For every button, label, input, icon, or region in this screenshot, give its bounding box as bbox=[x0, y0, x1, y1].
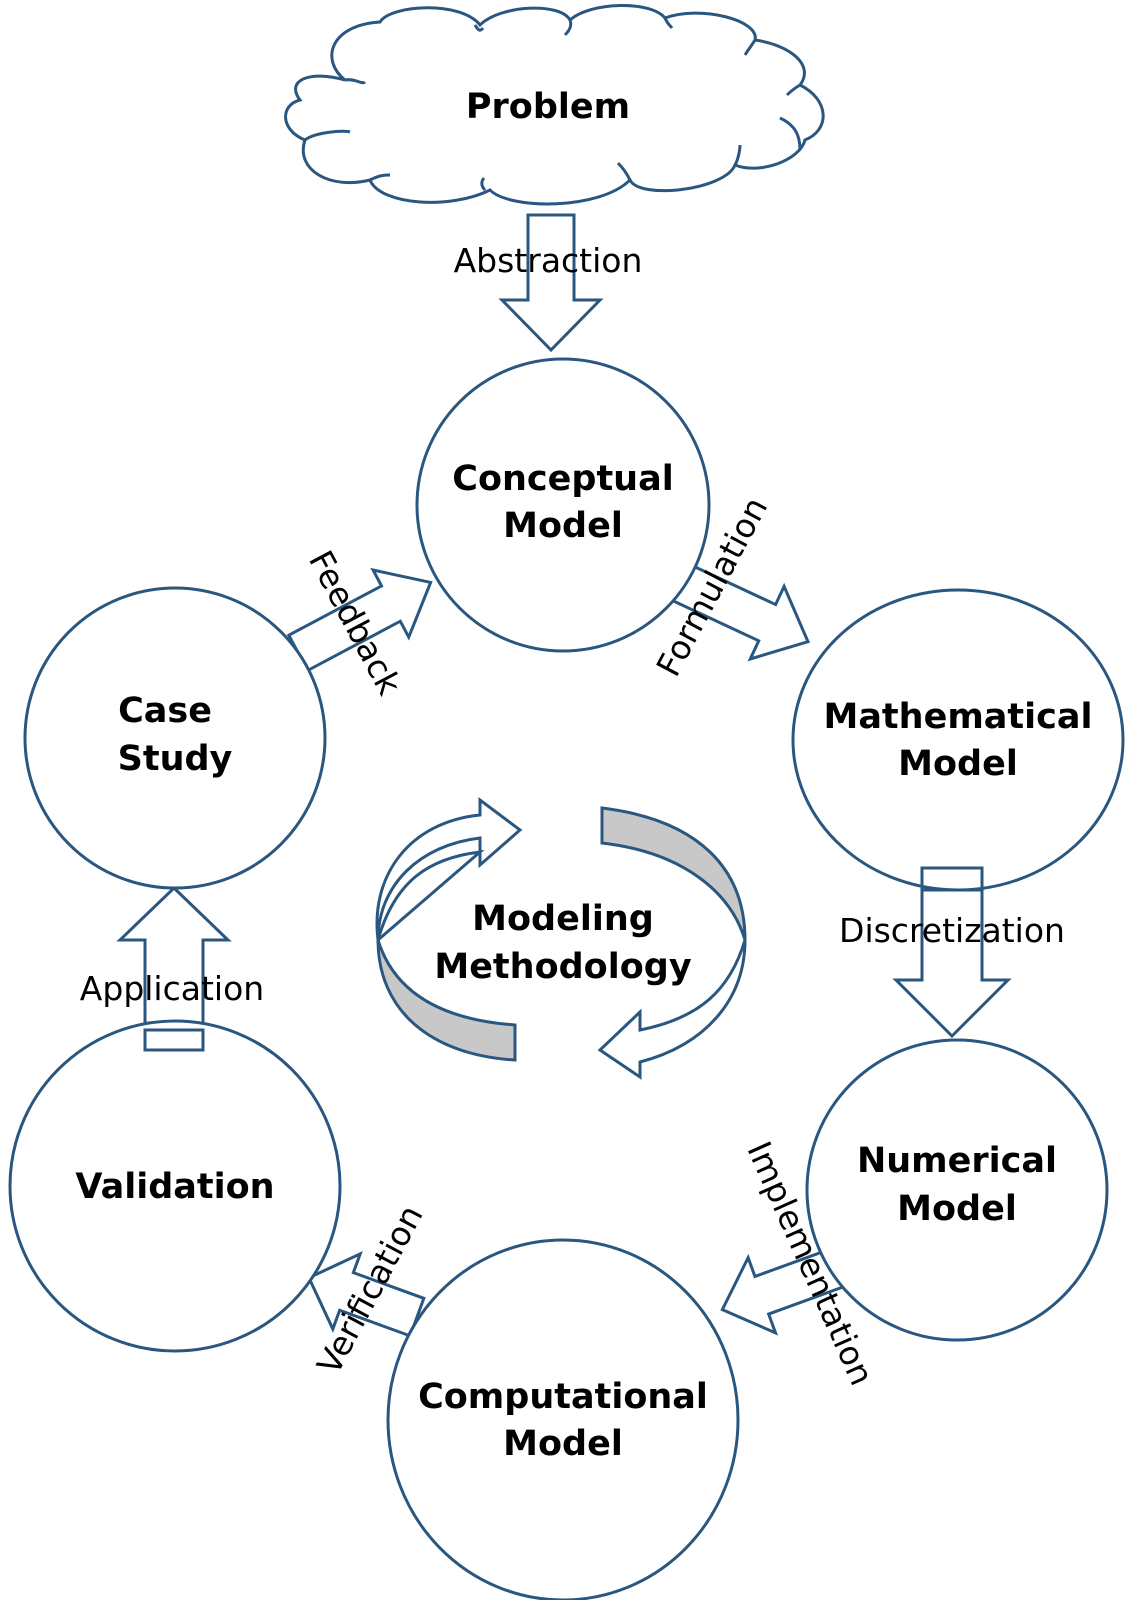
mathematical-label-line2: Model bbox=[898, 744, 1018, 784]
problem-label: Problem bbox=[466, 87, 630, 127]
abstraction-label: Abstraction bbox=[454, 241, 643, 280]
case-study-label-line2: Study bbox=[118, 739, 233, 779]
feedback-arrow bbox=[286, 567, 433, 673]
node-numerical-model: Numerical Model bbox=[805, 1038, 1109, 1342]
node-validation: Validation bbox=[8, 1019, 342, 1353]
node-case-study: Case Study bbox=[23, 586, 327, 890]
conceptual-label-line2: Model bbox=[503, 506, 623, 546]
discretization-arrow: Discretization bbox=[839, 866, 1065, 1039]
conceptual-label-line1: Conceptual bbox=[452, 459, 673, 499]
application-label: Application bbox=[80, 969, 264, 1008]
application-arrow: Application bbox=[80, 885, 264, 1052]
mathematical-label-line1: Mathematical bbox=[823, 697, 1092, 737]
center-label-line1: Modeling bbox=[472, 899, 654, 939]
verification-arrow bbox=[306, 1250, 426, 1338]
node-mathematical-model: Mathematical Model bbox=[791, 588, 1125, 892]
center-label-line2: Methodology bbox=[434, 947, 691, 987]
validation-label: Validation bbox=[75, 1167, 274, 1207]
cycle-arrow-left bbox=[375, 797, 523, 1062]
cycle-arrow-right bbox=[597, 806, 747, 1080]
problem-cloud: Problem bbox=[284, 3, 825, 206]
numerical-label-line2: Model bbox=[897, 1189, 1017, 1229]
computational-label-line2: Model bbox=[503, 1424, 623, 1464]
computational-label-line1: Computational bbox=[418, 1377, 708, 1417]
discretization-label: Discretization bbox=[839, 911, 1065, 950]
node-computational-model: Computational Model bbox=[386, 1238, 740, 1600]
case-study-label-line1: Case bbox=[118, 691, 212, 731]
formulation-arrow bbox=[666, 560, 811, 662]
abstraction-arrow: Abstraction bbox=[454, 213, 643, 353]
numerical-label-line1: Numerical bbox=[857, 1141, 1057, 1181]
node-conceptual-model: Conceptual Model bbox=[415, 357, 711, 653]
